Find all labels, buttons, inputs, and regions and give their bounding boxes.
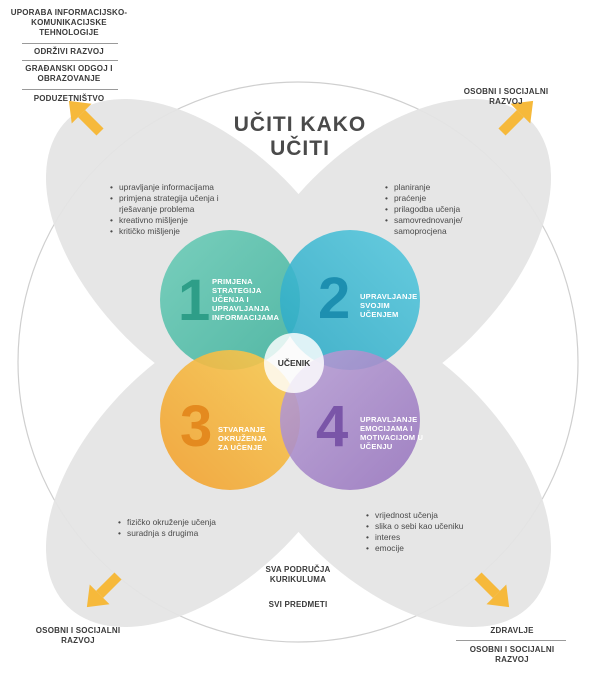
- circle-4-number: 4: [316, 394, 349, 459]
- list-bottom-right: vrijednost učenja slika o sebi kao učeni…: [366, 510, 496, 554]
- label-bottom-right-personal-social: OSOBNI I SOCIJALNI RAZVOJ: [469, 645, 555, 664]
- label-top-right-personal-social: OSOBNI I SOCIJALNI RAZVOJ: [463, 87, 549, 106]
- list-item: slika o sebi kao učeniku: [366, 521, 496, 532]
- divider: [456, 640, 566, 641]
- list-top-right: planiranje praćenje prilagodba učenja sa…: [385, 182, 490, 237]
- circle-2-label: UPRAVLJANJE SVOJIM UČENJEM: [360, 292, 418, 319]
- circle-4-label: UPRAVLJANJE EMOCIJAMA I MOTIVACIJOM U UČ…: [360, 415, 424, 451]
- circle-1-label: PRIMJENA STRATEGIJA UČENJA I UPRAVLJANJA…: [212, 277, 280, 322]
- list-item: praćenje: [385, 193, 490, 204]
- divider: [22, 60, 118, 61]
- list-bottom-left: fizičko okruženje učenja suradnja s drug…: [118, 517, 248, 539]
- label-entrepreneurship: PODUZETNIŠTVO: [33, 94, 105, 103]
- divider: [22, 43, 118, 44]
- list-item: samovrednovanje/ samoprocjena: [385, 215, 490, 237]
- list-item: kreativno mišljenje: [110, 215, 240, 226]
- list-item: interes: [366, 532, 496, 543]
- arrow-top-right: [498, 100, 534, 136]
- all-subjects: SVI PREDMETI: [268, 600, 328, 609]
- diagram-title: UČITI KAKO UČITI: [200, 113, 400, 161]
- list-item: suradnja s drugima: [118, 528, 248, 539]
- list-item: fizičko okruženje učenja: [118, 517, 248, 528]
- list-item: emocije: [366, 543, 496, 554]
- circle-2-number: 2: [318, 266, 351, 331]
- divider: [22, 89, 118, 90]
- title-line-2: UČITI: [270, 137, 330, 160]
- arrow-bottom-right: [474, 572, 510, 608]
- circle-4: [280, 350, 420, 490]
- arrows: [68, 100, 534, 608]
- list-top-left: upravljanje informacijama primjena strat…: [110, 182, 240, 237]
- label-health: ZDRAVLJE: [490, 626, 534, 635]
- list-item: prilagodba učenja: [385, 204, 490, 215]
- label-bottom-left-personal-social: OSOBNI I SOCIJALNI RAZVOJ: [35, 626, 121, 645]
- title-line-1: UČITI KAKO: [233, 113, 367, 136]
- label-ict: UPORABA INFORMACIJSKO-KOMUNIKACIJSKE TEH…: [10, 8, 128, 37]
- circle-3-label: STVARANJE OKRUŽENJA ZA UČENJE: [218, 425, 267, 452]
- list-item: kritičko mišljenje: [110, 226, 240, 237]
- circle-1: [160, 230, 300, 370]
- arrow-top-left: [68, 100, 104, 136]
- list-item: primjena strategija učenja i rješavanje …: [110, 193, 240, 215]
- center-circle: [264, 333, 324, 393]
- label-sustainable-development: ODRŽIVI RAZVOJ: [34, 47, 104, 56]
- all-curriculum-areas: SVA PODRUČJA KURIKULUMA: [265, 565, 331, 584]
- circle-1-number: 1: [178, 268, 211, 333]
- label-civic-education: GRAĐANSKI ODGOJ I OBRAZOVANJE: [25, 64, 113, 83]
- center-label: UČENIK: [277, 358, 311, 368]
- competence-circles: [160, 230, 420, 490]
- arrow-bottom-left: [86, 572, 122, 608]
- list-item: vrijednost učenja: [366, 510, 496, 521]
- list-item: upravljanje informacijama: [110, 182, 240, 193]
- circle-3: [160, 350, 300, 490]
- circle-3-number: 3: [180, 394, 213, 459]
- circle-2: [280, 230, 420, 370]
- list-item: planiranje: [385, 182, 490, 193]
